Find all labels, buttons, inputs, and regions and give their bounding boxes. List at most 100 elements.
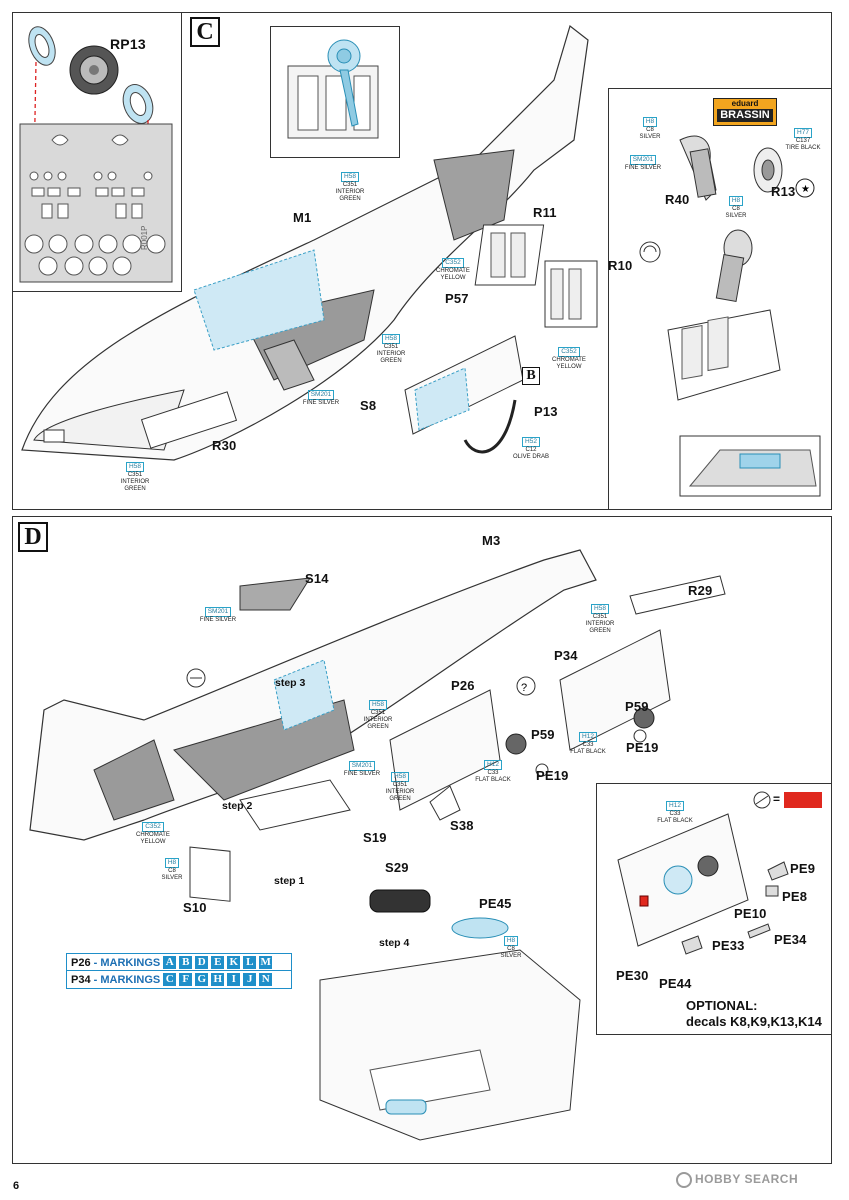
part-p59-b: P59 [625,699,649,714]
callout-c: C12 [525,447,537,453]
callout-c: C137 [795,138,811,144]
callout-code: H12 [484,760,502,770]
callout-code: H58 [591,604,609,614]
part-s29: S29 [385,860,409,875]
part-r11: R11 [533,205,557,220]
part-rp13: RP13 [110,36,146,52]
callout-code: SM201 [348,761,376,771]
callout-c-h58-top: H58 C351 INTERIOR GREEN [325,172,375,203]
part-pe45: PE45 [479,896,512,911]
markings-part: P34 [71,973,91,986]
callout-c-h77: H77 C137 TIRE BLACK [779,128,827,152]
callout-c-h8-brassin-top: H8 C8 SILVER [632,117,668,141]
brassin-logo: eduard BRASSIN [713,98,777,126]
marking-chip: J [243,973,257,986]
part-pe19-b: PE19 [626,740,659,755]
callout-name: FINE SILVER [624,165,662,171]
callout-c: C351 [342,182,358,188]
part-pe8: PE8 [782,889,808,904]
d-step4-drawing [319,949,581,1141]
optional-line-2: decals K8,K9,K13,K14 [686,1014,822,1029]
footer-logo: HOBBY SEARCH [676,1172,798,1188]
callout-c-c352-a: C352 CHROMATE YELLOW [428,258,478,282]
step-letter-c: C [190,17,220,47]
part-s8: S8 [360,398,377,413]
part-s19: S19 [363,830,387,845]
callout-d-h12-b: H12 C33 FLAT BLACK [565,732,611,756]
markings-label: MARKINGS [100,956,161,969]
optional-line-1: OPTIONAL: [686,998,758,1013]
step-1-label: step 1 [274,875,305,887]
callout-c: C351 [592,614,608,620]
callout-code: H58 [341,172,359,182]
part-p13: P13 [534,404,558,419]
callout-code: H58 [126,462,144,472]
step-2-label: step 2 [222,800,253,812]
callout-code: SM201 [629,155,657,165]
marking-chip: K [227,956,241,969]
inset-gear-bay-drawing [287,39,379,139]
callout-c: C8 [646,127,654,133]
callout-c: C8 [732,206,740,212]
callout-code: H77 [794,128,812,138]
d-parts-drawing: ? [189,575,726,939]
callout-c: C8 [168,868,176,874]
callout-name: INTERIOR GREEN [585,621,615,634]
callout-d-h58-mid: H58 C351 INTERIOR GREEN [353,700,403,731]
markings-row-label: P34 - MARKINGS [71,974,160,986]
callout-name: FLAT BLACK [570,749,606,755]
callout-d-sm201-top: SM201 FINE SILVER [192,607,244,624]
callout-code: C352 [142,822,164,832]
part-pe44: PE44 [659,976,692,991]
markings-label: MARKINGS [100,973,161,986]
brassin-wheel-drawing: ★ [639,135,821,497]
callout-name: TIRE BLACK [785,145,821,151]
callout-c: C33 [487,770,499,776]
marking-chip: F [179,973,193,986]
callout-name: INTERIOR GREEN [335,189,365,202]
part-m3: M3 [482,533,501,548]
callout-name: SILVER [161,875,183,881]
callout-code: H12 [579,732,597,742]
callout-d-c352: C352 CHROMATE YELLOW [128,822,178,846]
callout-c-sm201-brassin: SM201 FINE SILVER [618,155,668,172]
callout-name: SILVER [725,213,747,219]
marking-chip: D [195,956,209,969]
callout-name: SILVER [500,953,522,959]
part-s14: S14 [305,571,329,586]
callout-c: C351 [392,782,408,788]
callout-c-sm201: SM201 FINE SILVER [294,390,348,407]
part-pe34: PE34 [774,932,807,947]
marking-chip: N [259,973,273,986]
callout-name: CHROMATE YELLOW [436,268,470,281]
marking-chip: G [195,973,209,986]
callout-d-h58-right: H58 C351 INTERIOR GREEN [575,604,625,635]
page-number: 6 [13,1180,20,1192]
markings-dash: - [90,956,101,969]
part-r29: R29 [688,583,713,598]
footer-logo-text: HOBBY SEARCH [695,1172,799,1187]
markings-divider [67,970,291,971]
callout-name: OLIVE DRAB [512,454,549,460]
part-s10: S10 [183,900,207,915]
marking-chip: L [243,956,257,969]
callout-code: C352 [558,347,580,357]
part-pe19-a: PE19 [536,768,569,783]
callout-d-h58-low: H58 C351 INTERIOR GREEN [375,772,425,803]
callout-c-h58-bottom: H58 C351 INTERIOR GREEN [110,462,160,493]
markings-part: P26 [71,956,91,969]
inset-rp13-drawing [19,26,173,283]
callout-code: H58 [369,700,387,710]
callout-code: SM201 [204,607,232,617]
marking-chip: I [227,973,241,986]
callout-name: INTERIOR GREEN [120,479,150,492]
marking-chip: H [211,973,225,986]
fuselage-c-drawing [21,24,589,461]
part-p59-a: P59 [531,727,555,742]
brassin-logo-eduard: eduard [731,99,759,108]
marking-chip: A [163,956,177,969]
part-pe30: PE30 [616,968,649,983]
part-p57: P57 [445,291,469,306]
callout-name: SILVER [639,134,661,140]
callout-c: C351 [383,344,399,350]
